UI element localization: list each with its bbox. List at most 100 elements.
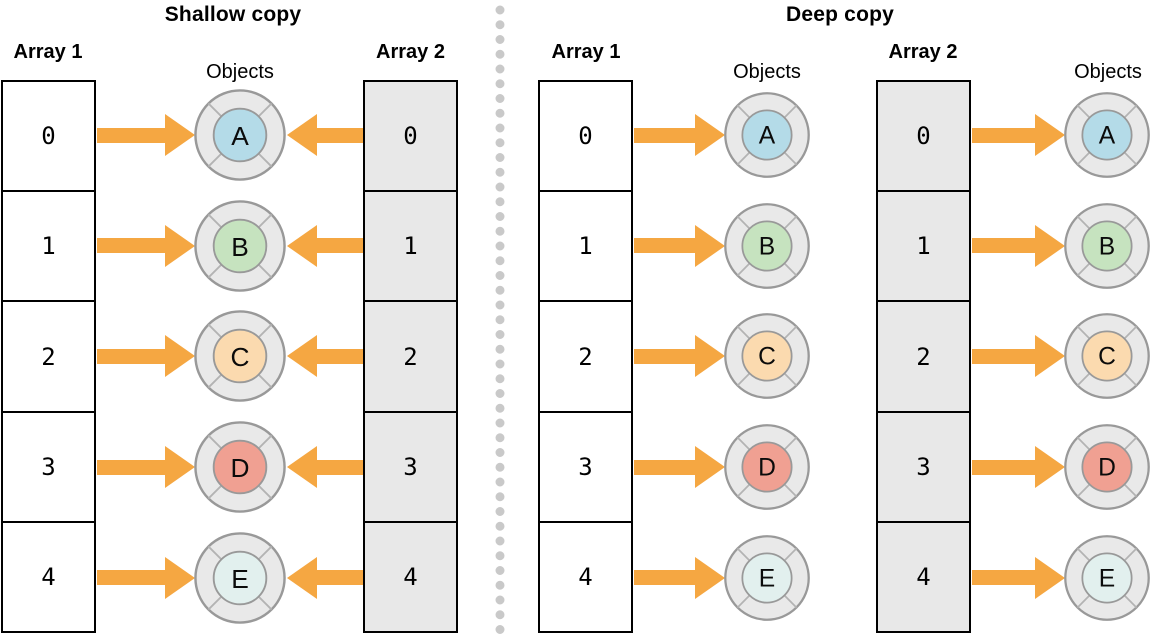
object-icon: C [724, 313, 810, 400]
arrow-slot [97, 301, 195, 412]
object-node: C [723, 301, 811, 412]
object-letter: A [1099, 123, 1116, 150]
arrow-slot [972, 191, 1065, 302]
array-cell: 1 [540, 190, 631, 300]
reference-arrow-right-icon [972, 556, 1065, 599]
arrow-slot [634, 80, 725, 191]
reference-arrow-left-icon [287, 335, 366, 378]
shallow-array2-reference-arrows [287, 80, 366, 633]
array-cell: 2 [878, 300, 969, 410]
reference-arrow-left-icon [287, 556, 366, 599]
array-cell: 4 [878, 520, 969, 631]
arrow-slot [634, 412, 725, 523]
object-letter: E [1099, 565, 1115, 592]
arrow-slot [97, 191, 195, 302]
panel-divider-dotted-line [495, 5, 505, 635]
shallow-array1-label: Array 1 [13, 41, 83, 63]
arrow-slot [287, 412, 366, 523]
array-index: 1 [578, 232, 593, 261]
object-letter: D [758, 454, 776, 481]
array-index: 2 [916, 342, 931, 371]
reference-arrow-right-icon [972, 114, 1065, 157]
object-icon: D [194, 421, 286, 513]
array-index: 4 [578, 562, 593, 591]
object-icon: A [194, 89, 286, 182]
array-index: 1 [41, 232, 56, 261]
object-letter: D [1098, 454, 1116, 481]
object-letter: A [231, 121, 249, 151]
shallow-objects-column: A B [193, 80, 287, 633]
reference-arrow-right-icon [634, 446, 725, 489]
array-index: 3 [41, 452, 56, 481]
object-icon: E [724, 534, 810, 621]
deep-array1-label: Array 1 [551, 41, 621, 63]
object-letter: E [759, 565, 775, 592]
array-cell: 2 [3, 300, 94, 410]
array-index: 3 [403, 452, 418, 481]
array-index: 1 [403, 232, 418, 261]
object-icon: C [194, 310, 286, 403]
object-letter: D [230, 453, 249, 483]
object-letter: E [231, 564, 249, 594]
shallow-array1-column: 0 1 2 3 4 [1, 80, 96, 633]
object-node: E [1063, 522, 1151, 633]
object-letter: C [758, 344, 776, 371]
reference-arrow-right-icon [634, 224, 725, 267]
reference-arrow-left-icon [287, 114, 366, 157]
array-cell: 2 [365, 300, 456, 410]
deep-objects1-label: Objects [733, 61, 801, 83]
reference-arrow-right-icon [634, 114, 725, 157]
deep-array1-column: 0 1 2 3 4 [538, 80, 633, 633]
reference-arrow-right-icon [97, 556, 195, 599]
array-index: 2 [578, 342, 593, 371]
reference-arrow-right-icon [972, 335, 1065, 378]
deep-copy-title: Deep copy [786, 3, 894, 26]
deep-array1-reference-arrows [634, 80, 725, 633]
array-index: 4 [403, 562, 418, 591]
deep-objects2-label: Objects [1074, 61, 1142, 83]
object-icon: E [194, 531, 286, 624]
array-index: 0 [403, 122, 418, 151]
object-icon: D [724, 424, 810, 510]
object-node: C [193, 301, 287, 412]
arrow-slot [97, 80, 195, 191]
array-index: 4 [41, 562, 56, 591]
object-node: B [1063, 191, 1151, 302]
object-node: D [193, 412, 287, 523]
arrow-slot [634, 301, 725, 412]
array-cell: 0 [878, 82, 969, 190]
arrow-slot [287, 191, 366, 302]
array-index: 0 [916, 122, 931, 151]
array-cell: 1 [878, 190, 969, 300]
reference-arrow-right-icon [972, 224, 1065, 267]
object-letter: B [231, 232, 249, 262]
object-icon: C [1064, 313, 1150, 400]
object-icon: B [1064, 203, 1150, 289]
deep-objects1-column: A B [723, 80, 811, 633]
object-icon: B [194, 200, 286, 292]
array-cell: 1 [3, 190, 94, 300]
deep-array2-label: Array 2 [888, 41, 958, 63]
arrow-slot [972, 412, 1065, 523]
array-index: 1 [916, 232, 931, 261]
object-letter: A [759, 123, 776, 150]
array-index: 3 [916, 452, 931, 481]
array-cell: 0 [540, 82, 631, 190]
deep-array2-reference-arrows [972, 80, 1065, 633]
array-cell: 3 [365, 410, 456, 521]
object-icon: E [1064, 534, 1150, 621]
array-cell: 4 [365, 520, 456, 631]
arrow-slot [634, 522, 725, 633]
arrow-slot [972, 522, 1065, 633]
arrow-slot [97, 522, 195, 633]
array-index: 2 [41, 342, 56, 371]
array-index: 2 [403, 342, 418, 371]
arrow-slot [287, 522, 366, 633]
object-letter: C [230, 342, 249, 372]
array-cell: 3 [3, 410, 94, 521]
shallow-array2-label: Array 2 [376, 41, 445, 63]
object-node: A [1063, 80, 1151, 191]
object-icon: A [724, 92, 810, 179]
object-node: D [723, 412, 811, 523]
